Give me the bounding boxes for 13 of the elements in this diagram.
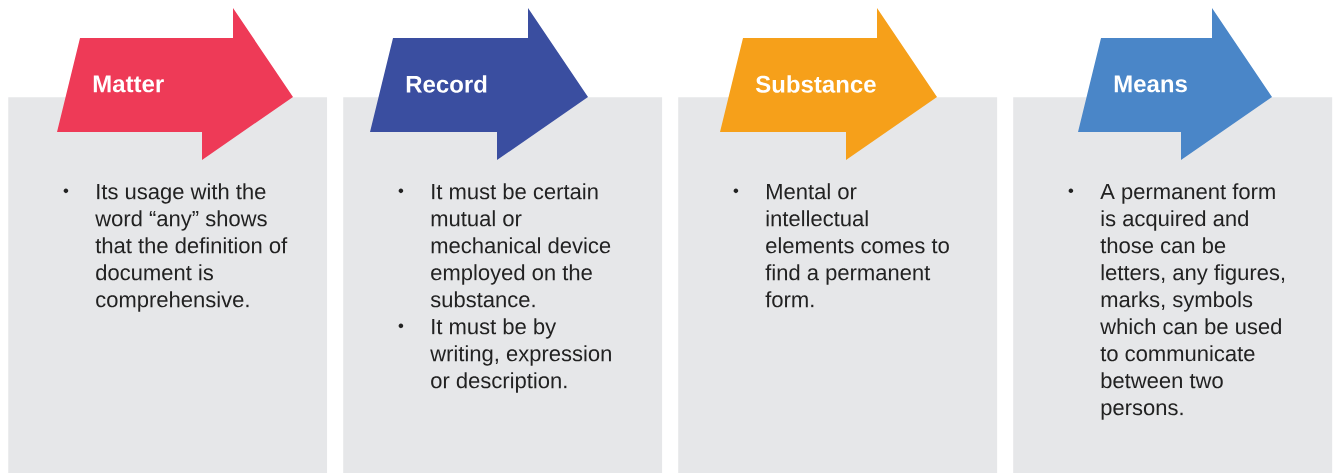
text-panel [343, 97, 663, 473]
bullet-item: Mental or intellectual elements comes to find a permanent form. [733, 183, 949, 308]
arrow-banner: Substance [720, 8, 937, 160]
bullet-item: A permanent form is acquired and those can be letters, any figures, marks, symbols which can be used to communicate between two persons. [1068, 183, 1285, 420]
text-panel [1013, 97, 1333, 473]
text-panel [8, 97, 328, 473]
bullet-item: Its usage with the word “any” shows that the definition of document is comprehensive. [63, 183, 288, 312]
bullet-item: It must be certain mutual or mechanical device employed on the substance. [398, 183, 611, 308]
bullet-item: It must be by writing, expression or description. [398, 318, 611, 393]
text-panel [678, 97, 998, 473]
arrow-banner: Means [1078, 8, 1272, 160]
arrow-banner: Matter [57, 8, 293, 160]
arrow-banner: Record [370, 8, 588, 160]
